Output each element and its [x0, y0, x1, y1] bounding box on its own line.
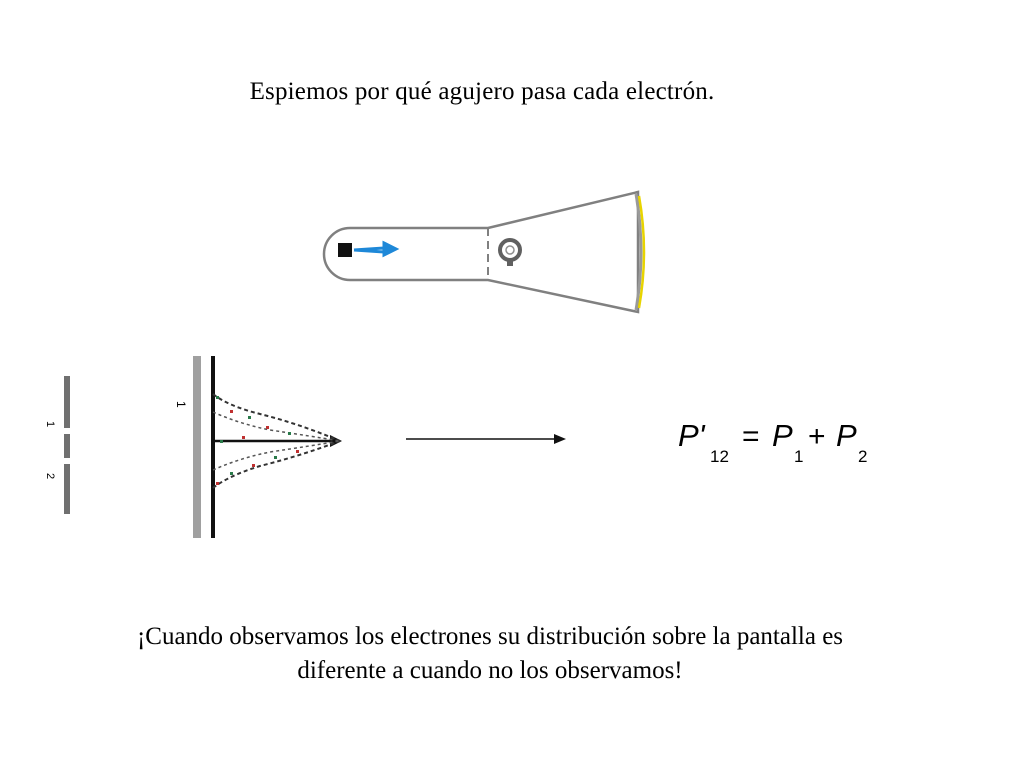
electron-source	[338, 243, 352, 257]
formula-plus: +	[808, 420, 826, 453]
svg-text:=: =	[742, 420, 760, 453]
formula-p-prime: P'	[678, 418, 706, 453]
formula-sub-2: 2	[858, 447, 867, 466]
formula-sub-1: 1	[794, 447, 803, 466]
distribution-speckles	[216, 396, 299, 485]
screen-label: 1	[174, 401, 188, 408]
distribution-curve-upper-inner	[212, 411, 341, 442]
implication-arrow	[406, 434, 566, 444]
caption-line-2: diferente a cuando no los observamos!	[297, 657, 683, 684]
screen-bar	[193, 356, 201, 538]
slide-title: Espiemos por qué agujero pasa cada elect…	[249, 78, 715, 105]
formula-sub-12: 12	[710, 447, 729, 466]
formula-p2: P	[836, 418, 857, 453]
svg-text:2: 2	[858, 447, 867, 466]
distribution-curve-lower	[212, 440, 341, 489]
electron-tube-diagram	[322, 190, 646, 314]
screen-yellow-edge	[637, 195, 646, 309]
svg-text:P: P	[772, 418, 793, 453]
conclusion-caption: ¡Cuando observamos los electrones su dis…	[40, 620, 940, 688]
beam-arrow-icon	[353, 240, 400, 258]
tube-outline	[322, 190, 640, 314]
svg-text:1: 1	[794, 447, 803, 466]
screen-gray	[634, 193, 643, 311]
probability-formula: P' 12 = P 1 + P 2	[678, 418, 867, 466]
svg-text:+: +	[808, 420, 826, 453]
distribution-curve-upper	[212, 393, 341, 442]
caption-line-1: ¡Cuando observamos los electrones su dis…	[136, 623, 844, 650]
slit-label-2: 2	[44, 473, 56, 479]
formula-equals: =	[742, 420, 760, 453]
barrier-top	[64, 376, 70, 428]
barrier-bottom	[64, 464, 70, 514]
distribution-curve-lower-inner	[212, 440, 341, 471]
double-slit-barrier: 1 2	[44, 376, 70, 514]
svg-text:12: 12	[710, 447, 729, 466]
slit-label-1: 1	[44, 421, 56, 427]
detection-screen: 1	[174, 356, 342, 538]
barrier-middle	[64, 434, 70, 458]
light-bulb-icon	[498, 238, 522, 266]
svg-text:P': P'	[678, 418, 706, 453]
formula-p1: P	[772, 418, 793, 453]
svg-text:P: P	[836, 418, 857, 453]
screen-axis	[211, 356, 215, 538]
